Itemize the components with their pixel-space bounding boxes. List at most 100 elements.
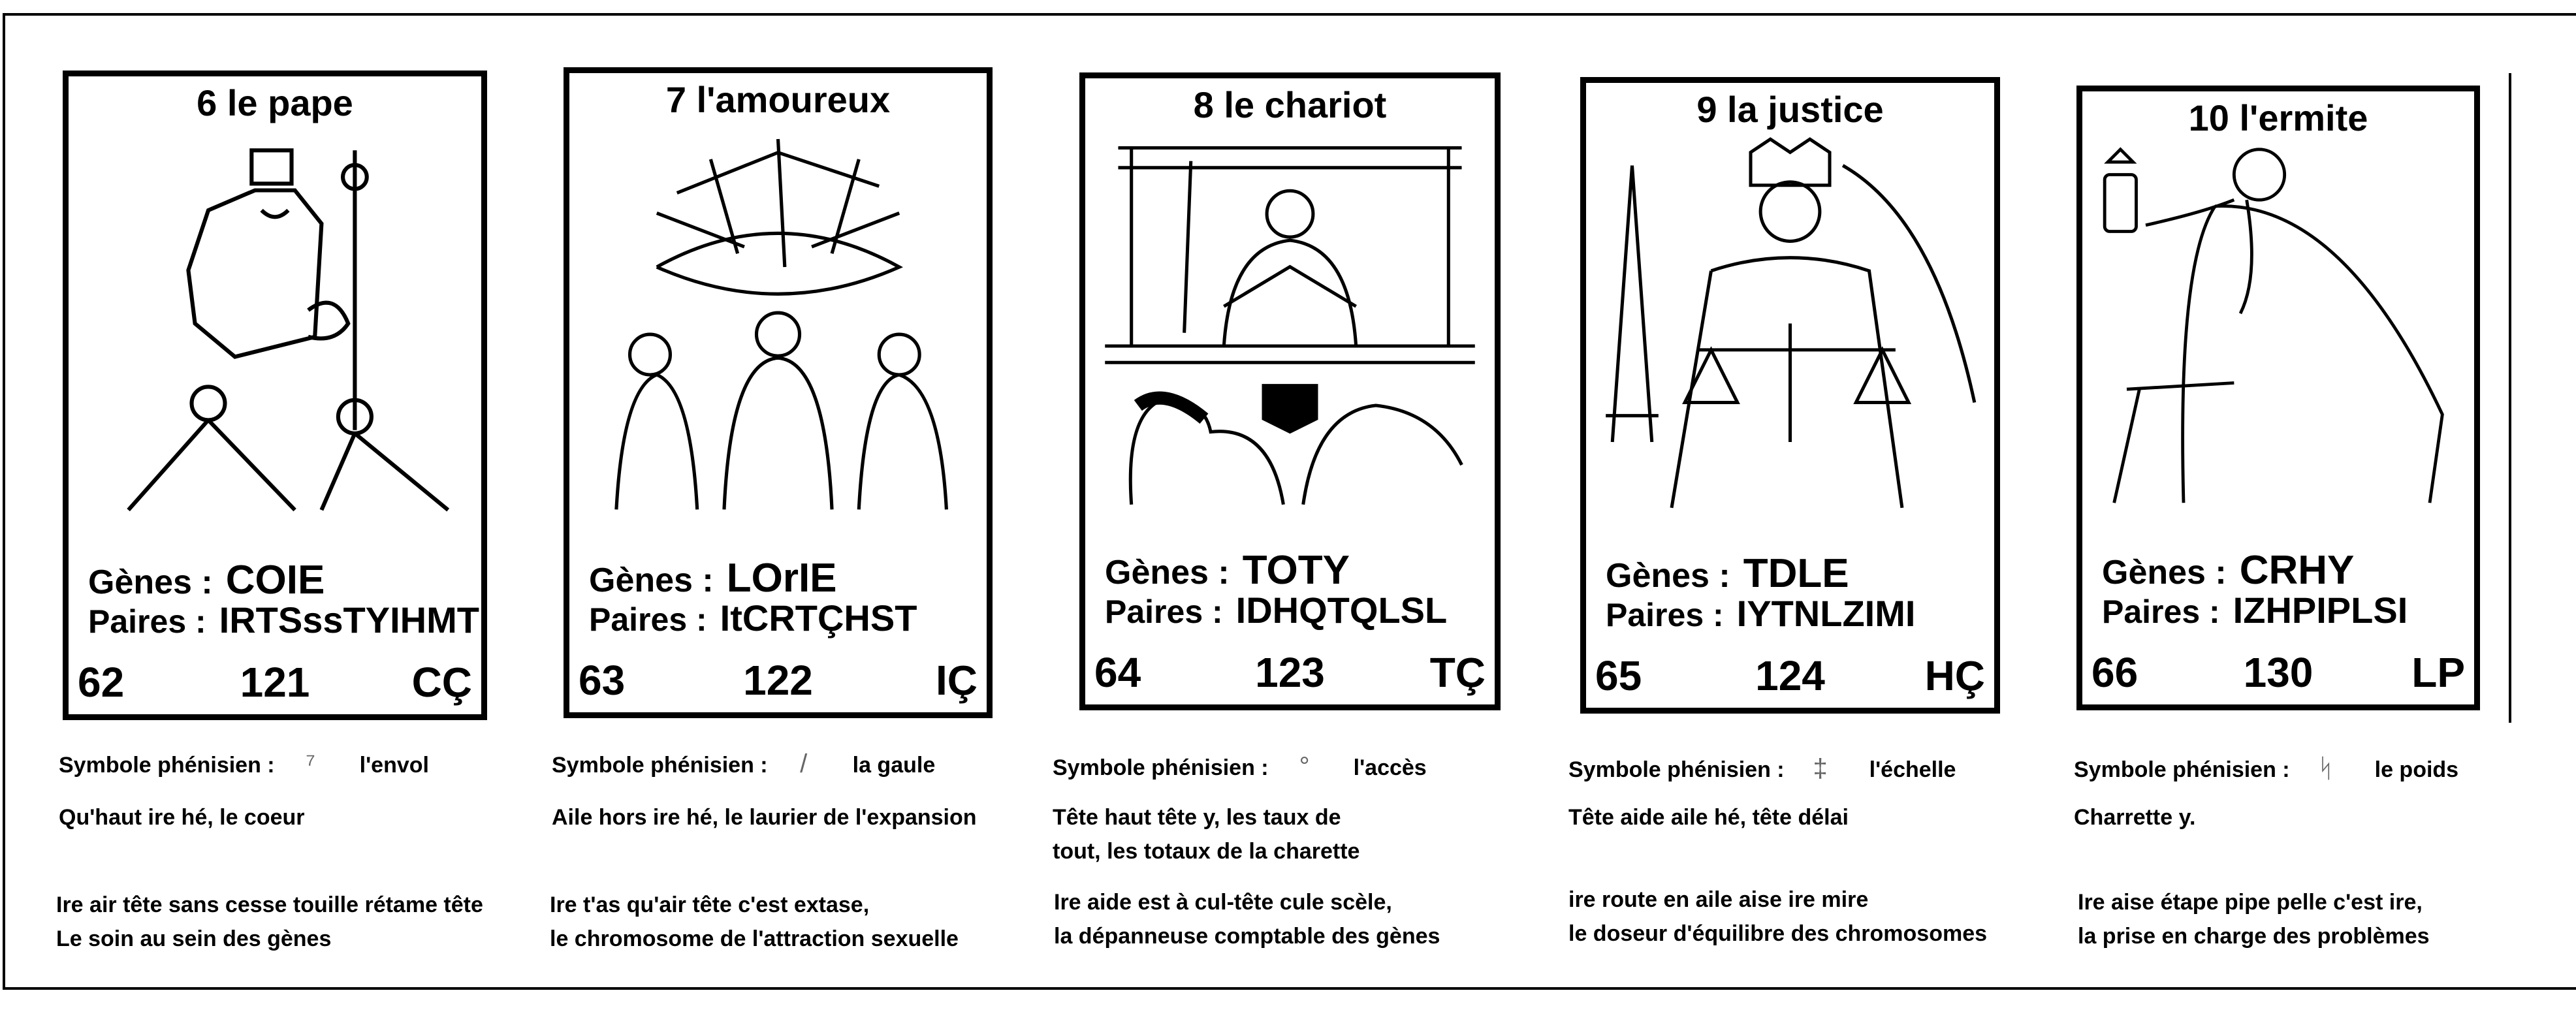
tarot-card-chariot: 8 le chariot Gènes : TOTY Paires : IDHQTQL… [1079, 72, 1501, 710]
card-numbers: 64 123 TÇ [1094, 644, 1486, 697]
symbol-name: l'échelle [1869, 757, 1956, 782]
caption-line2: Ire air tête sans cesse touille rétame t… [56, 888, 483, 956]
card-code: TÇ [1429, 649, 1486, 696]
caption-line1: Charrette y. [2074, 800, 2195, 834]
genes-row: Gènes : TOTY [1105, 547, 1350, 593]
divider-line [2509, 73, 2511, 723]
genes-label: Gènes : [1105, 554, 1230, 592]
card-numbers: 63 122 IÇ [579, 652, 978, 704]
symbol-name: l'accès [1353, 755, 1427, 780]
pope-illustration [75, 129, 475, 518]
paires-value: IRTSssTYIHMT [219, 599, 479, 640]
card-code: CÇ [411, 659, 472, 706]
chariot-illustration [1092, 131, 1488, 509]
genes-row: Gènes :TDLE [1606, 550, 1849, 597]
caption-text: la dépanneuse comptable des gènes [1054, 924, 1440, 949]
paires-row: Paires : IZHPIPLSI [2102, 589, 2408, 631]
genes-value: COIE [225, 558, 325, 603]
symbol-line: Symbole phénisien :‡l'échelle [1568, 754, 1956, 783]
page-frame [3, 13, 2576, 990]
caption-line2: Ire aide est à cul-tête cule scèle, la dé… [1054, 885, 1440, 953]
symbol-line: Symbole phénisien : ° l'accès [1053, 752, 1427, 781]
card-number: 65 [1595, 652, 1642, 699]
caption-text: Aile hors ire hé, le laurier de l'expans… [552, 805, 977, 830]
genes-label: Gènes : [1606, 557, 1730, 595]
caption-text: Ire t'as qu'air tête c'est extase, [550, 892, 870, 917]
card-code: LP [2411, 649, 2465, 696]
symbol-name: le poids [2374, 757, 2459, 782]
justice-illustration [1593, 135, 1988, 512]
symbol-label: Symbole phénisien : [59, 753, 275, 778]
phoenician-symbol-icon: ° [1299, 752, 1310, 781]
paires-row: Paires : IDHQTQLSL [1105, 589, 1447, 631]
caption-line1: Tête haut tête y, les taux de tout, les t… [1053, 800, 1360, 868]
phoenician-symbol-icon: / [800, 750, 808, 778]
caption-text: Tête aide aile hé, tête délai [1568, 805, 1849, 830]
symbol-label: Symbole phénisien : [1053, 755, 1269, 780]
symbol-name: l'envol [359, 753, 429, 778]
caption-text: le chromosome de l'attraction sexuelle [550, 926, 959, 951]
card-title: 7 l'amoureux [665, 79, 891, 120]
card-code: IÇ [936, 657, 978, 704]
genes-value: TOTY [1242, 548, 1350, 593]
caption-text: Charrette y. [2074, 805, 2196, 830]
genes-label: Gènes : [2102, 554, 2227, 592]
card-number: 66 [2091, 649, 2139, 696]
card-number: 64 [1094, 649, 1141, 696]
caption-text: la prise en charge des problèmes [2078, 924, 2430, 949]
genes-label: Gènes : [88, 563, 213, 601]
card-title: 8 le chariot [1193, 84, 1387, 125]
card-number: 63 [579, 657, 626, 704]
paires-value: IDHQTQLSL [1235, 590, 1448, 631]
card-count: 121 [240, 659, 310, 706]
caption-text: Ire air tête sans cesse touille rétame t… [56, 892, 483, 917]
caption-text: Ire aide est à cul-tête cule scèle, [1054, 890, 1392, 915]
lovers-illustration [576, 125, 980, 516]
genes-row: Gènes : COIE [88, 557, 325, 603]
symbol-label: Symbole phénisien : [552, 753, 768, 778]
phoenician-symbol-icon: ᛋ [2317, 754, 2334, 783]
genes-value: CRHY [2239, 548, 2355, 593]
caption-text: le doseur d'équilibre des chromosomes [1568, 921, 1988, 946]
genes-row: Gènes : LOrIE [589, 555, 837, 601]
caption-text: Qu'haut ire hé, le coeur [59, 805, 305, 830]
paires-label: Paires : [589, 601, 707, 638]
paires-label: Paires : [88, 603, 206, 640]
caption-text: tout, les totaux de la charette [1053, 839, 1360, 864]
paires-label: Paires : [2102, 593, 2220, 630]
card-count: 130 [2243, 649, 2314, 696]
genes-value: LOrIE [726, 556, 837, 601]
card-count: 124 [1755, 652, 1825, 699]
card-code: HÇ [1924, 652, 1985, 699]
paires-label: Paires : [1105, 593, 1223, 630]
card-title: 6 le pape [197, 82, 353, 123]
symbol-name: la gaule [852, 753, 936, 778]
paires-value: IZHPIPLSI [2233, 590, 2408, 631]
tarot-card-amoureux: 7 l'amoureux Gènes : LOrIE Paires :ItCRTÇ… [564, 67, 993, 718]
caption-line1: Tête aide aile hé, tête délai [1568, 800, 1849, 834]
card-number: 62 [78, 659, 125, 706]
phoenician-symbol-icon: ‡ [1813, 754, 1828, 783]
card-numbers: 65 124 HÇ [1595, 648, 1985, 700]
caption-text: Tête haut tête y, les taux de [1053, 805, 1341, 830]
hermit-illustration [2089, 144, 2468, 509]
tarot-card-ermite: 10 l'ermite Gènes : CRHY Paires : IZHPIPLS… [2076, 86, 2480, 710]
caption-line2: ire route en aile aise ire mire le doseur… [1568, 883, 1987, 951]
paires-value: IYTNLZIMI [1736, 593, 1916, 634]
card-count: 122 [743, 657, 813, 704]
symbol-line: Symbole phénisien : / la gaule [552, 750, 935, 779]
card-count: 123 [1255, 649, 1325, 696]
card-numbers: 62 121 CÇ [78, 654, 472, 706]
paires-row: Paires :ItCRTÇHST [589, 597, 917, 639]
card-title: 10 l'ermite [2188, 97, 2368, 138]
phoenician-symbol-icon: ⁷ [306, 750, 315, 778]
caption-text: Le soin au sein des gènes [56, 926, 332, 951]
caption-line2: Ire aise étape pipe pelle c'est ire,la p… [2078, 885, 2430, 953]
caption-text: ire route en aile aise ire mire [1568, 887, 1869, 912]
symbol-line: Symbole phénisien : ⁷ l'envol [59, 750, 429, 779]
paires-row: Paires : IRTSssTYIHMT [88, 599, 479, 641]
card-numbers: 66 130 LP [2091, 644, 2465, 697]
genes-label: Gènes : [589, 561, 714, 599]
tarot-card-pape: 6 le pape Gènes : COIE Paires : IRTSssTYIH… [63, 71, 487, 720]
